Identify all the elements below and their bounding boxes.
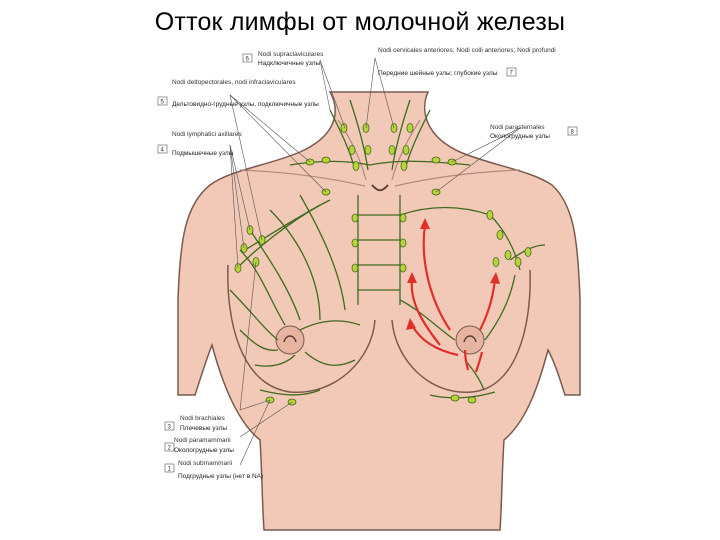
svg-text:Nodi supraclaviculares: Nodi supraclaviculares	[258, 51, 324, 58]
svg-text:Подмышечные узлы: Подмышечные узлы	[172, 150, 234, 157]
svg-text:Плечевые узлы: Плечевые узлы	[180, 425, 227, 432]
label-6: 6 Nodi supraclaviculares Надключичные уз…	[242, 51, 324, 67]
label-7: 7 Nodi cervicales anteriores; Nodi colli…	[378, 47, 556, 77]
label-4: 4 Nodi lymphatici axillares Подмышечные …	[157, 131, 242, 157]
left-breast	[227, 264, 376, 393]
svg-text:8: 8	[571, 130, 575, 136]
svg-text:6: 6	[246, 57, 250, 63]
svg-text:Nodi deltopectorales, nodi inf: Nodi deltopectorales, nodi infraclavicul…	[172, 79, 296, 86]
lymph-vessels	[229, 99, 546, 399]
svg-text:Nodi cervicales anteriores; No: Nodi cervicales anteriores; Nodi colli a…	[378, 47, 556, 54]
right-breast	[391, 269, 531, 393]
label-1: 1 Nodi submammarii Подгрудные узлы (нет …	[164, 460, 263, 480]
svg-text:7: 7	[510, 71, 514, 77]
svg-text:2: 2	[168, 446, 172, 452]
arrow-heads	[406, 218, 500, 330]
svg-text:3: 3	[168, 425, 172, 431]
page-title: Отток лимфы от молочной железы	[154, 8, 566, 36]
svg-text:Nodi lymphatici axillares: Nodi lymphatici axillares	[172, 131, 242, 138]
label-3: 3 Nodi brachiales Плечевые узлы	[164, 415, 227, 432]
svg-text:5: 5	[161, 100, 165, 106]
drainage-arrows	[410, 224, 497, 373]
svg-text:1: 1	[168, 467, 172, 473]
svg-text:4: 4	[161, 148, 165, 154]
svg-text:Окологрудные узлы: Окологрудные узлы	[174, 447, 234, 454]
svg-text:Nodi brachiales: Nodi brachiales	[180, 415, 226, 422]
label-5: 5 Nodi deltopectorales, nodi infraclavic…	[157, 79, 319, 108]
label-8: 8 Nodi parasternales Окологрудные узлы	[490, 124, 578, 140]
svg-text:Окологрудные узлы: Окологрудные узлы	[490, 133, 550, 140]
torso	[177, 91, 581, 531]
svg-text:Передние шейные узлы; глубокие: Передние шейные узлы; глубокие узлы	[378, 69, 498, 77]
label-2: 2 Nodi paramammarii Окологрудные узлы	[164, 437, 234, 454]
leader-lines	[229, 57, 521, 466]
svg-text:Nodi parasternales: Nodi parasternales	[490, 124, 545, 131]
svg-text:Nodi submammarii: Nodi submammarii	[178, 460, 232, 467]
svg-text:Дельтовидно-грудные узлы, подк: Дельтовидно-грудные узлы, подключичные у…	[172, 101, 319, 108]
svg-text:Надключичные узлы: Надключичные узлы	[258, 60, 321, 67]
svg-text:Подгрудные узлы (нет в NA): Подгрудные узлы (нет в NA)	[178, 473, 263, 480]
svg-text:Nodi paramammarii: Nodi paramammarii	[174, 437, 231, 444]
